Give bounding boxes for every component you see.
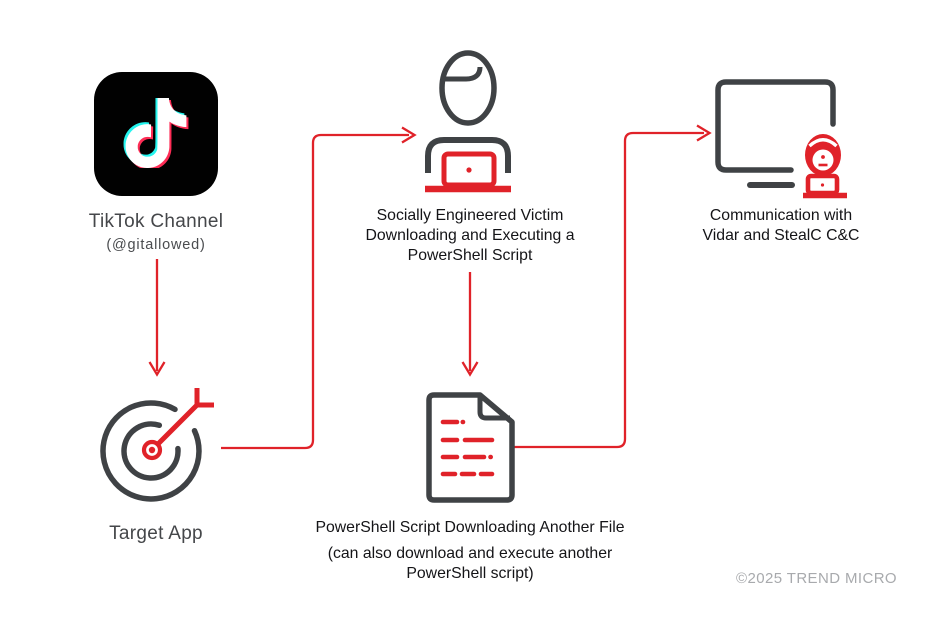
script-label-line1: PowerShell Script Downloading Another Fi… — [315, 519, 625, 536]
tiktok-channel-title: TikTok Channel — [88, 211, 224, 232]
document-script-icon — [426, 392, 515, 503]
target-app-title: Target App — [109, 523, 203, 544]
monitor-with-threat-actor-icon — [715, 79, 847, 199]
copyright-watermark: ©2025 TREND MICRO — [736, 570, 897, 587]
tiktok-channel-handle: (@gitallowed) — [106, 237, 206, 253]
script-label-line2: (can also download and execute another — [327, 545, 613, 562]
victim-node-label: Socially Engineered Victim Downloading a… — [340, 206, 600, 266]
tiktok-note-glyph — [123, 98, 189, 168]
victim-to-script-arrow — [461, 272, 479, 377]
threat-actor-hooded-person-icon — [803, 134, 847, 199]
script-node-label: PowerShell Script Downloading Another Fi… — [280, 518, 660, 584]
script-to-c2-arrow — [514, 124, 712, 449]
c2-label-line2: Vidar and StealC C&C — [702, 227, 860, 244]
target-bullseye-dart-icon — [100, 388, 214, 502]
victim-label-line2: Downloading and Executing a — [365, 227, 575, 244]
target-to-victim-arrow — [221, 126, 417, 450]
c2-label-line1: Communication with — [709, 207, 853, 224]
target-node-label: Target App — [36, 523, 276, 545]
person-with-laptop-icon — [425, 50, 511, 193]
victim-label-line3: PowerShell Script — [407, 247, 533, 264]
script-label-line3: PowerShell script) — [406, 565, 534, 582]
c2-node-label: Communication with Vidar and StealC C&C — [661, 206, 901, 246]
tiktok-to-target-arrow — [148, 259, 166, 377]
victim-label-line1: Socially Engineered Victim — [376, 207, 564, 224]
tiktok-logo-icon — [94, 72, 218, 196]
tiktok-node-label: TikTok Channel (@gitallowed) — [36, 211, 276, 253]
